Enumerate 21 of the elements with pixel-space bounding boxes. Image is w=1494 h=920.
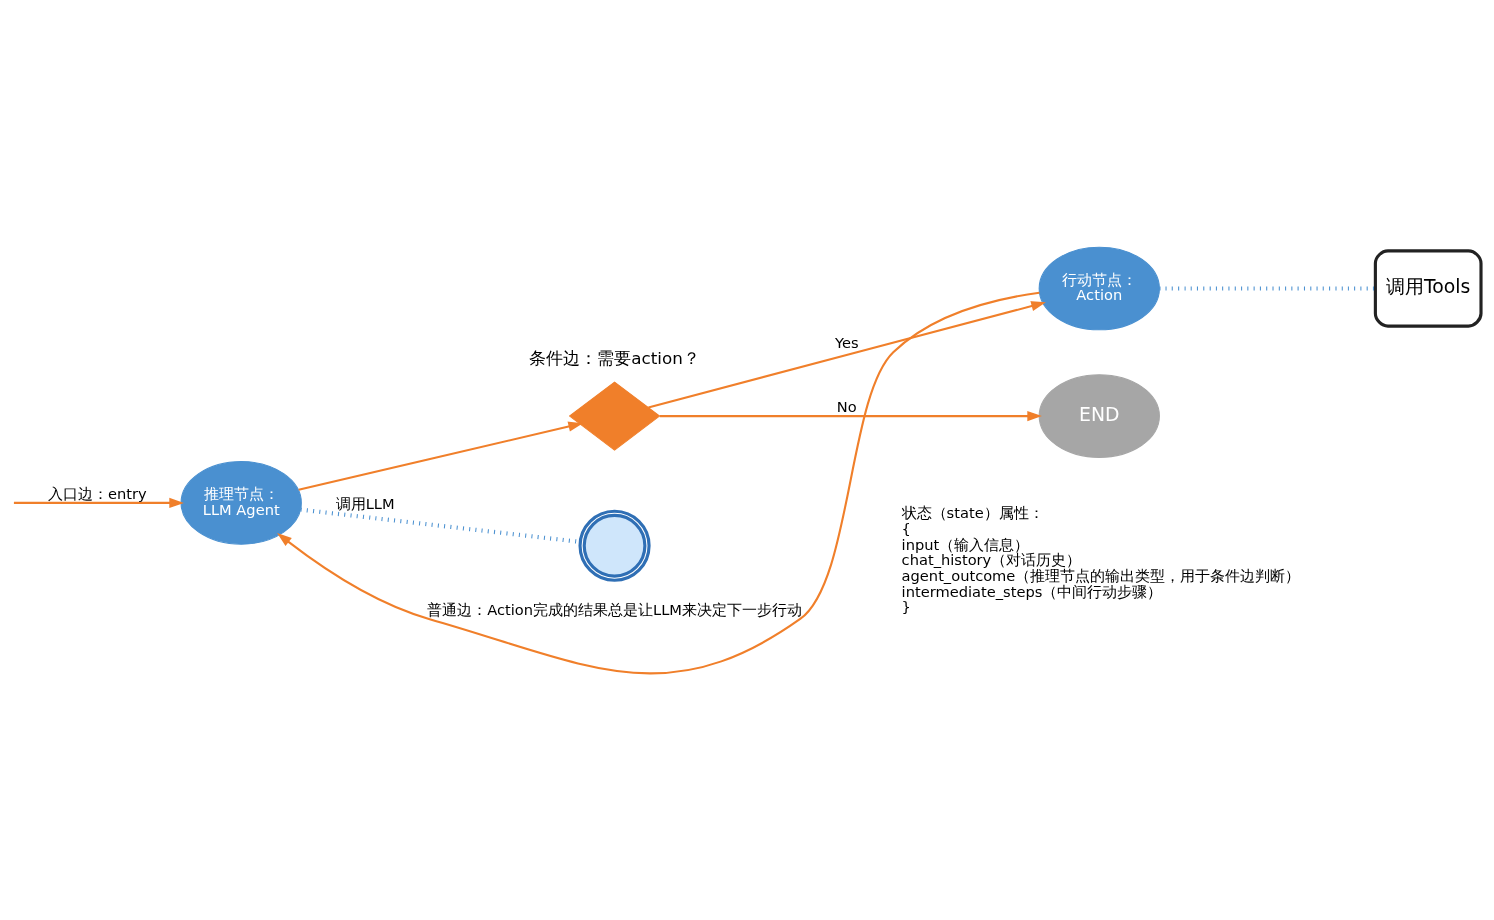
edge-label: 普通边：Action完成的结果总是让LLM来决定下一步行动 xyxy=(427,600,802,618)
edge-label: Yes xyxy=(834,333,859,351)
edge-label: No xyxy=(836,397,857,415)
arrow xyxy=(648,300,1046,408)
arrow xyxy=(298,421,583,491)
label: { xyxy=(901,519,911,537)
label: input（输入信息） xyxy=(901,535,1030,553)
label: 状态（state）属性： xyxy=(901,503,1044,521)
picture xyxy=(578,509,651,582)
edge-label: 入口边：entry xyxy=(48,484,147,502)
arrow xyxy=(277,291,1040,674)
node-label: 条件边：需要action？ xyxy=(529,347,700,368)
node-box: 调用Tools xyxy=(1373,248,1483,328)
arrow xyxy=(659,410,1042,421)
label: intermediate_steps（中间行动步骤） xyxy=(901,582,1163,600)
connector xyxy=(1159,285,1376,291)
node-ellipse: END xyxy=(1038,373,1160,458)
arrow xyxy=(13,497,184,508)
node-ellipse: 行动节点： Action xyxy=(1038,246,1160,330)
edge-label: 调用LLM xyxy=(335,494,395,512)
label: } xyxy=(901,597,911,615)
